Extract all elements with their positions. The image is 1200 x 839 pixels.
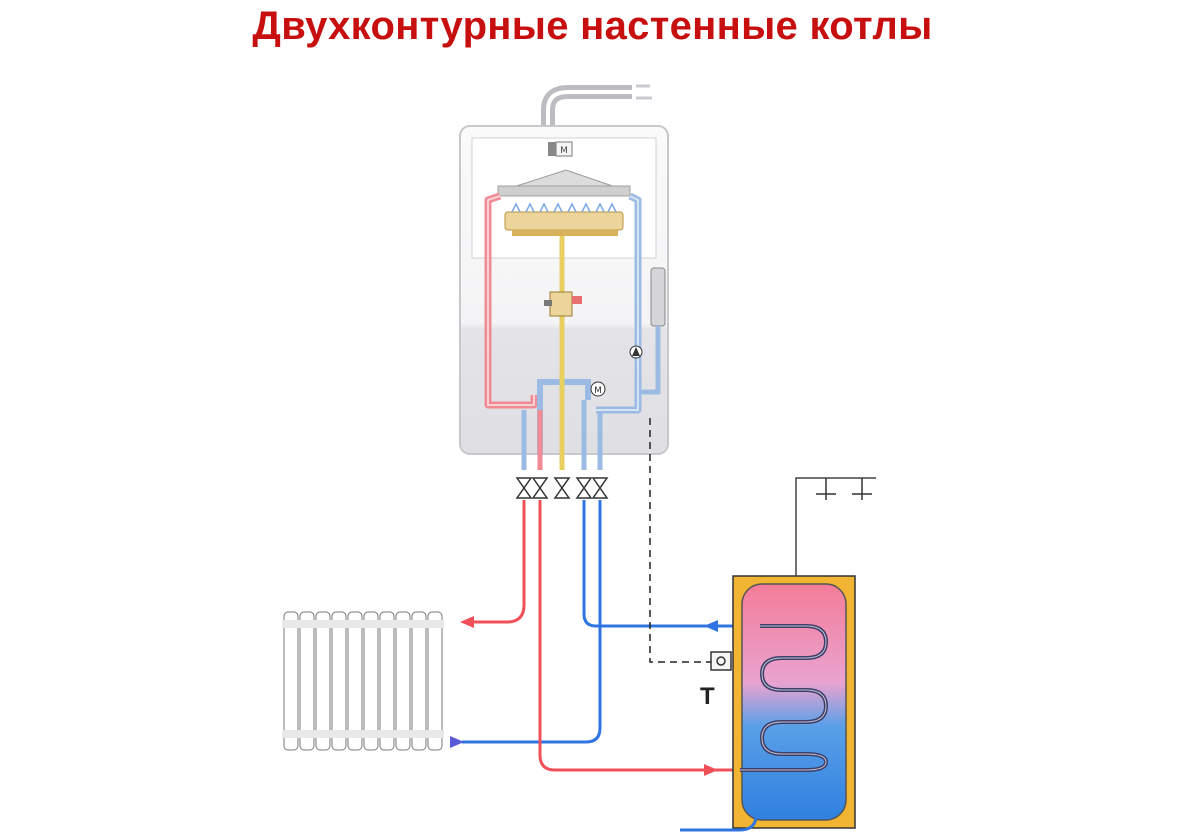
pump-icon	[629, 345, 643, 359]
arrow-icon	[460, 616, 474, 628]
arrow-icon	[704, 620, 718, 632]
coil-return-pipe	[582, 500, 760, 628]
expansion-tank	[640, 267, 666, 395]
temperature-sensor-icon	[710, 651, 732, 671]
burner	[504, 202, 624, 236]
arrow-icon	[450, 736, 464, 748]
flue-pipe	[541, 84, 652, 125]
temperature-sensor-label: T	[700, 683, 715, 710]
gas-valve	[544, 291, 582, 317]
cold-water-inlet-pipe	[680, 817, 758, 832]
hot-water-outlet-pipe	[795, 477, 876, 576]
sensor-wire	[649, 418, 712, 663]
coil-supply-pipe	[538, 500, 740, 772]
svg-text:M: M	[560, 146, 568, 156]
svg-text:M: M	[594, 386, 602, 396]
radiator-supply-pipe	[470, 500, 526, 624]
valve-icon	[515, 477, 609, 499]
page-title: Двухконтурные настенные котлы	[252, 4, 933, 48]
arrow-icon	[704, 764, 718, 776]
outlet-pipes	[521, 400, 603, 470]
dhw-tank	[732, 575, 856, 829]
tap-icon	[816, 478, 872, 500]
three-way-motor-icon: M	[590, 381, 606, 397]
radiator	[282, 611, 444, 751]
heat-exchanger	[497, 169, 631, 197]
radiator-return-pipe	[462, 500, 602, 744]
